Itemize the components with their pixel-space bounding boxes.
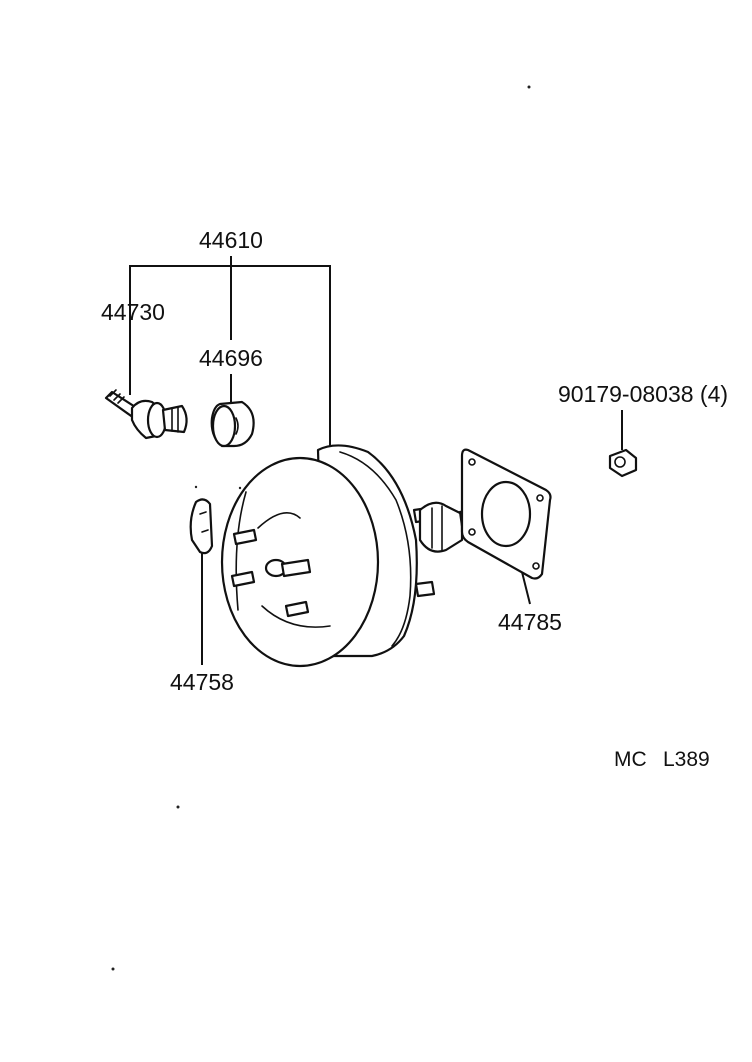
booster-rear-boot [418, 501, 464, 553]
booster-boot-ribs [431, 505, 443, 551]
check-valve-nipple-ridges [109, 389, 125, 404]
grommet-face [211, 404, 237, 448]
booster-pushrod [280, 558, 312, 578]
front-stud-left [230, 570, 256, 588]
gasket-bolt-hole-3 [468, 528, 476, 536]
reference-sheet: L389 [663, 748, 710, 771]
rear-stud-lower [414, 580, 436, 598]
scan-specks [111, 85, 531, 971]
part-number-gasket: 44785 [498, 609, 562, 635]
speck-3 [111, 967, 115, 971]
check-valve-barb-ridges [171, 406, 179, 433]
nut-thread-hole [614, 456, 626, 468]
booster-front-rim-mark [235, 491, 247, 611]
part-number-nut: 90179-08038 (4) [558, 381, 728, 407]
nut-drawing [608, 448, 638, 478]
front-stud-upper [232, 528, 258, 546]
speck-1 [527, 85, 531, 89]
part-number-clip: 44758 [170, 669, 234, 695]
gasket-center-hole [480, 480, 532, 548]
part-number-check-valve: 44730 [101, 299, 165, 325]
booster-front-arc-lower [261, 605, 331, 628]
booster-seam [339, 451, 412, 647]
clip-holes [199, 511, 209, 533]
part-number-assembly: 44610 [199, 227, 263, 253]
speck-2 [176, 805, 180, 809]
clip-drawing [189, 498, 214, 555]
grommet-hole [235, 417, 239, 435]
reference-code: MC [614, 748, 647, 771]
brake-booster-drawing [220, 444, 490, 668]
speck-4 [194, 485, 198, 489]
speck-5 [238, 486, 242, 490]
check-valve-drawing [104, 389, 188, 440]
check-valve-barb [161, 404, 188, 434]
gasket-bolt-hole-4 [532, 562, 540, 570]
grommet-drawing [210, 400, 255, 448]
part-number-grommet: 44696 [199, 345, 263, 371]
booster-front-studs [230, 528, 310, 618]
clip-body [189, 498, 214, 555]
gasket-bolt-hole-2 [536, 494, 544, 502]
nut-body [608, 448, 638, 478]
front-stud-lower [284, 600, 310, 618]
booster-front-arc-upper [257, 512, 301, 529]
gasket-bolt-hole-1 [468, 458, 476, 466]
gasket-drawing [460, 448, 552, 580]
